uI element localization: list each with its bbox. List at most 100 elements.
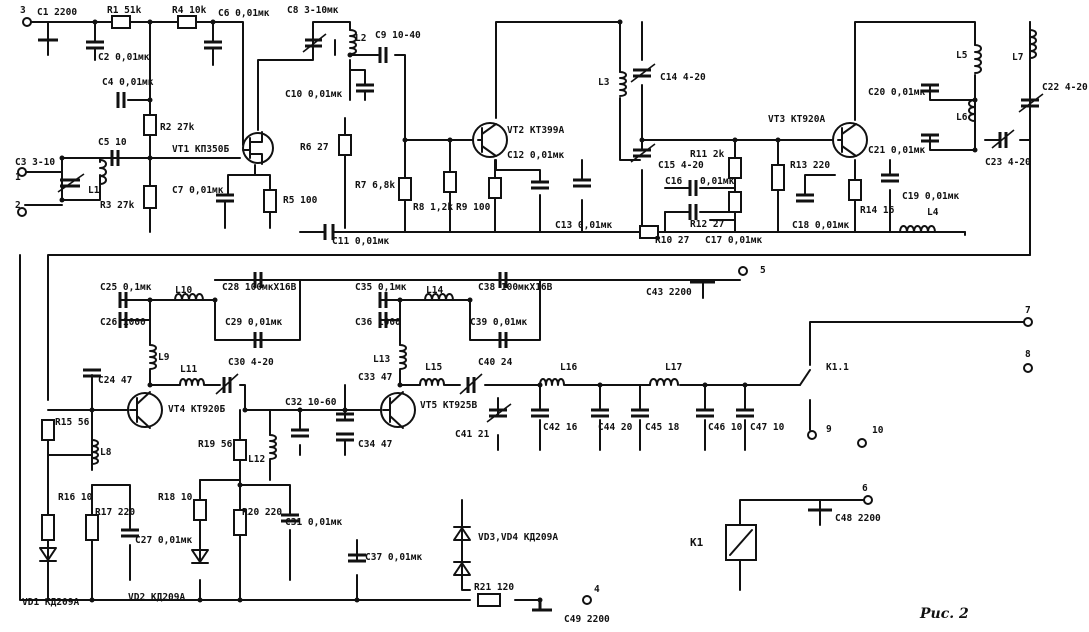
label-l3: L3: [598, 77, 610, 88]
label-r20: R20 220: [242, 507, 282, 518]
label-vd2: VD2 КД209А: [128, 592, 185, 603]
label-c10: C10 0,01мк: [285, 89, 342, 100]
label-l4: L4: [927, 207, 939, 218]
label-c21: C21 0,01мк: [868, 145, 925, 156]
label-c1: C1 2200: [37, 7, 77, 18]
label-c14: C14 4-20: [660, 72, 706, 83]
r7-body: [398, 177, 412, 201]
label-l10: L10: [175, 285, 192, 296]
l11-coil: [179, 378, 205, 386]
label-c5: C5 10: [98, 137, 127, 148]
capacitors: [38, 33, 1044, 612]
label-c32: C32 10-60: [285, 397, 337, 408]
terminal-6: [863, 495, 873, 505]
label-c25: C25 0,1мк: [100, 282, 152, 293]
label-l14: L14: [426, 285, 443, 296]
l15-coil: [419, 378, 445, 386]
terminal-7: [1023, 317, 1033, 327]
label-r16: R16 10: [58, 492, 93, 503]
label-c30: C30 4-20: [228, 357, 274, 368]
label-k1: K1: [690, 536, 704, 549]
l7-coil: [1029, 29, 1037, 59]
label-c9: C9 10-40: [375, 30, 421, 41]
label-t10: 10: [872, 425, 884, 436]
label-vd34: VD3,VD4 КД209А: [478, 532, 558, 543]
label-c29: C29 0,01мк: [225, 317, 282, 328]
label-l6: L6: [956, 112, 968, 123]
label-c33: C33 47: [358, 372, 392, 383]
terminal-1: [17, 167, 27, 177]
r16-body: [41, 514, 55, 541]
r12-body: [728, 191, 742, 213]
label-c39: C39 0,01мк: [470, 317, 527, 328]
label-l9: L9: [158, 352, 170, 363]
relay-k1: [725, 524, 757, 561]
label-vt4: VT4 КТ920Б: [168, 404, 225, 415]
label-c31: C31 0,01мк: [285, 517, 342, 528]
terminal-9: [807, 430, 817, 440]
label-c16: C16: [665, 176, 682, 187]
vd3-symbol: [453, 526, 471, 541]
label-t9: 9: [826, 424, 832, 435]
label-r6: R6 27: [300, 142, 329, 153]
label-c11: C11 0,01мк: [332, 236, 389, 247]
r17-body: [85, 514, 99, 541]
l2-coil: [349, 29, 357, 55]
labels: 3 C1 2200 R1 51k R4 10k C6 0,01мк C8 3-1…: [15, 5, 1088, 625]
terminal-2: [17, 207, 27, 217]
r21-body: [477, 593, 501, 607]
label-c8: C8 3-10мк: [287, 5, 339, 16]
label-c36: C36 1000: [355, 317, 401, 328]
label-c48: C48 2200: [835, 513, 881, 524]
label-r1: R1 51k: [107, 5, 142, 16]
r6-body: [338, 134, 352, 156]
label-c47: C47 10: [750, 422, 785, 433]
label-l5: L5: [956, 50, 968, 61]
terminal-10: [857, 438, 867, 448]
r3-body: [143, 185, 157, 209]
label-r17: R17 220: [95, 507, 135, 518]
label-r11: R11 2k: [690, 149, 725, 160]
r19-body: [233, 439, 247, 461]
r14-body: [848, 179, 862, 201]
label-c13: C13 0,01мк: [555, 220, 612, 231]
label-l16: L16: [560, 362, 577, 373]
terminals: [17, 17, 1033, 605]
label-c46: C46 10: [708, 422, 743, 433]
label-r7: R7 6,8k: [355, 180, 395, 191]
l4-coil: [899, 225, 936, 233]
label-c41: C41 21: [455, 429, 490, 440]
label-c16v: 0,01мк: [700, 176, 735, 187]
label-l15: L15: [425, 362, 442, 373]
label-t2: 2: [15, 200, 21, 211]
label-t3: 3: [20, 5, 26, 16]
label-c23: C23 4-20: [985, 157, 1031, 168]
label-l12: L12: [248, 454, 265, 465]
label-r10: R10 27: [655, 235, 689, 246]
vt1-symbol: [242, 132, 274, 164]
label-c18: C18 0,01мк: [792, 220, 849, 231]
l10-coil: [174, 293, 204, 301]
r10-body: [639, 225, 659, 239]
l6-coil: [968, 99, 976, 122]
label-l17: L17: [665, 362, 682, 373]
label-c26: C26 1000: [100, 317, 146, 328]
l9-coil: [149, 344, 157, 370]
label-r18: R18 10: [158, 492, 193, 503]
r15-body: [41, 419, 55, 441]
l13-coil: [399, 344, 407, 370]
label-c22: C22 4-20: [1042, 82, 1088, 93]
inductors: [91, 29, 1037, 465]
label-k11: K1.1: [826, 362, 849, 373]
vd1-symbol: [39, 547, 57, 562]
label-r9: R9 100: [456, 202, 491, 213]
label-c40: C40 24: [478, 357, 513, 368]
label-l7: L7: [1012, 52, 1023, 63]
label-c6: C6 0,01мк: [218, 8, 270, 19]
label-t5: 5: [760, 265, 766, 276]
label-r5: R5 100: [283, 195, 318, 206]
label-c17: C17 0,01мк: [705, 235, 762, 246]
label-c3: C3 3-10: [15, 157, 55, 168]
label-c12: C12 0,01мк: [507, 150, 564, 161]
vd4-symbol: [453, 561, 471, 576]
